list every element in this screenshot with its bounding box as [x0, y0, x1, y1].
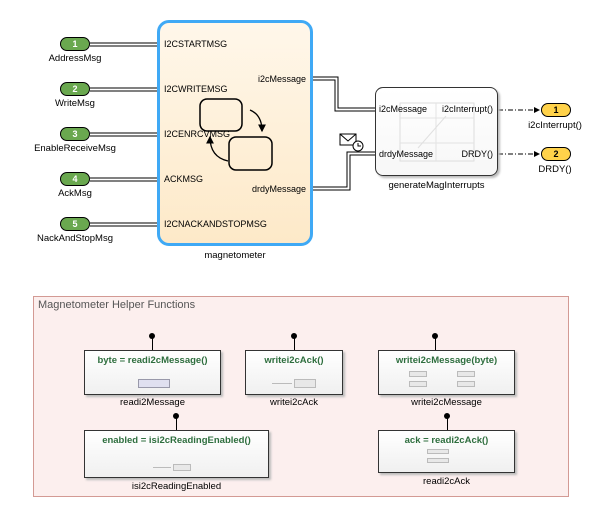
- chart-input-label: I2CNACKANDSTOPMSG: [164, 219, 267, 229]
- outport-number: 1: [541, 103, 571, 117]
- function-preview-line: [153, 467, 171, 468]
- generate-mag-interrupts-subsystem[interactable]: i2cMessage drdyMessage i2cInterrupt() DR…: [375, 87, 498, 176]
- function-connector-dot: [432, 333, 438, 339]
- function-preview-icon: [427, 458, 449, 463]
- function-preview-icon: [409, 371, 427, 377]
- chart-output-label: drdyMessage: [251, 184, 306, 194]
- chart-input-label: I2CSTARTMSG: [164, 39, 228, 49]
- function-preview-icon: [138, 379, 170, 388]
- inport-connections: [90, 42, 157, 227]
- function-preview-icon: [409, 381, 427, 387]
- function-preview-icon: [173, 464, 191, 471]
- function-name: writei2cAck: [269, 397, 319, 408]
- state-diagram-icon: [199, 98, 273, 171]
- inport-label: EnableReceiveMsg: [34, 143, 116, 154]
- function-connector-stem: [152, 338, 153, 350]
- message-envelope-icon: [339, 133, 364, 152]
- inport-number: 5: [60, 217, 90, 231]
- function-preview-icon: [294, 379, 316, 388]
- function-connector-stem: [435, 338, 436, 350]
- area-title: Magnetometer Helper Functions: [38, 299, 196, 311]
- subsystem-output-label: DRDY(): [461, 149, 494, 159]
- function-connector-dot: [291, 333, 297, 339]
- function-writei2cack[interactable]: writei2cAck(): [245, 350, 343, 395]
- function-name: readi2cAck: [423, 476, 470, 487]
- inport-number: 4: [60, 172, 90, 186]
- function-preview-line: [272, 383, 292, 384]
- chart-input-label: I2CWRITEMSG: [164, 84, 228, 94]
- subsystem-preview-icon: [399, 102, 475, 162]
- function-connector-dot: [173, 413, 179, 419]
- outport-connections: [498, 107, 540, 157]
- function-connector-dot: [149, 333, 155, 339]
- chart-output-label: i2cMessage: [257, 74, 306, 84]
- function-preview-icon: [457, 381, 475, 387]
- function-readi2cack[interactable]: ack = readi2cAck(): [378, 430, 515, 473]
- magnetometer-chart[interactable]: I2CSTARTMSG I2CWRITEMSG I2CENRCVMSG ACKM…: [157, 20, 313, 246]
- function-signature: ack = readi2cAck(): [404, 435, 489, 446]
- function-connector-stem: [294, 338, 295, 350]
- function-signature: writei2cAck(): [264, 355, 324, 366]
- inport-label: WriteMsg: [55, 98, 95, 109]
- chart-to-subsystem-connections: [313, 76, 375, 191]
- function-preview-icon: [427, 449, 449, 454]
- inport-number: 3: [60, 127, 90, 141]
- function-connector-stem: [447, 418, 448, 430]
- function-connector-dot: [444, 413, 450, 419]
- inport-label: AckMsg: [58, 188, 92, 199]
- chart-input-label: ACKMSG: [164, 174, 204, 184]
- function-isi2creadingenabled[interactable]: enabled = isi2cReadingEnabled(): [84, 430, 269, 478]
- outport-label: i2cInterrupt(): [528, 120, 582, 131]
- outport-label: DRDY(): [538, 164, 572, 175]
- chart-name: magnetometer: [204, 250, 266, 261]
- function-name: writei2cMessage: [411, 397, 482, 408]
- function-name: isi2cReadingEnabled: [131, 481, 222, 492]
- subsystem-input-label: drdyMessage: [379, 149, 434, 159]
- outport-number: 2: [541, 147, 571, 161]
- subsystem-output-label: i2cInterrupt(): [441, 104, 493, 114]
- function-readi2cmessage[interactable]: byte = readi2cMessage(): [84, 350, 221, 395]
- inport-number: 2: [60, 82, 90, 96]
- inport-label: NackAndStopMsg: [36, 233, 114, 244]
- function-preview-icon: [457, 371, 475, 377]
- subsystem-input-label: i2cMessage: [379, 104, 428, 114]
- subsystem-name: generateMagInterrupts: [388, 180, 485, 191]
- function-signature: byte = readi2cMessage(): [97, 355, 208, 366]
- function-writei2cmessage[interactable]: writei2cMessage(byte): [378, 350, 515, 395]
- inport-number: 1: [60, 37, 90, 51]
- function-connector-stem: [176, 418, 177, 430]
- function-signature: enabled = isi2cReadingEnabled(): [102, 435, 251, 446]
- chart-input-label: I2CENRCVMSG: [164, 129, 231, 139]
- function-signature: writei2cMessage(byte): [395, 355, 498, 366]
- inport-label: AddressMsg: [48, 53, 102, 64]
- function-name: readi2Message: [120, 397, 185, 408]
